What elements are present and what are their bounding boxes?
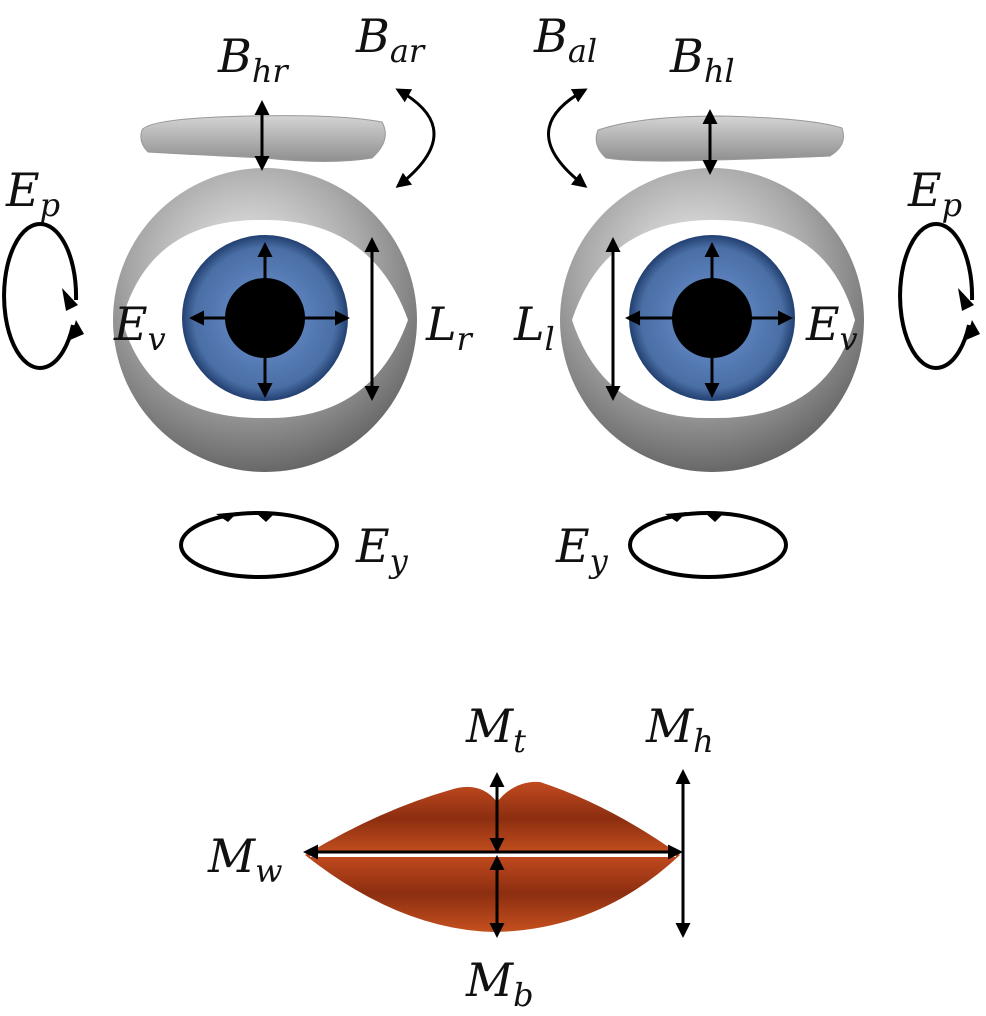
upper-lip	[305, 781, 680, 855]
label-eye-yaw-right: Ey	[355, 519, 409, 580]
label-lid-left: Ll	[513, 297, 555, 358]
label-mouth-width: Mw	[207, 829, 283, 890]
label-mouth-height: Mh	[645, 699, 714, 760]
right-brow-angle-arrow	[395, 88, 436, 188]
lower-lip	[305, 855, 680, 932]
left-eye-yaw-arrow	[628, 511, 788, 579]
label-mouth-top: Mt	[465, 699, 526, 760]
label-eye-vergence-right: Ev	[113, 297, 166, 358]
label-eye-vergence-left: Ev	[805, 297, 858, 358]
right-eye-yaw-arrow	[179, 511, 339, 579]
label-eye-pitch-right: Ep	[5, 163, 60, 224]
left-eye-pitch-arrow	[898, 221, 980, 370]
right-eye-pitch-arrow	[2, 221, 84, 370]
label-brow-height-left: Bhl	[669, 29, 735, 90]
label-eye-pitch-left: Ep	[907, 163, 962, 224]
label-brow-angle-right: Bar	[355, 9, 426, 70]
label-brow-angle-left: Bal	[533, 9, 597, 70]
left-eye	[560, 168, 864, 472]
label-lid-right: Lr	[425, 297, 474, 358]
left-eyebrow	[595, 115, 844, 162]
right-eye	[113, 168, 417, 472]
left-brow-angle-arrow	[547, 88, 588, 188]
label-brow-height-right: Bhr	[217, 29, 289, 90]
label-eye-yaw-left: Ey	[555, 519, 609, 580]
label-mouth-bottom: Mb	[465, 953, 534, 1014]
mouth	[303, 769, 691, 938]
